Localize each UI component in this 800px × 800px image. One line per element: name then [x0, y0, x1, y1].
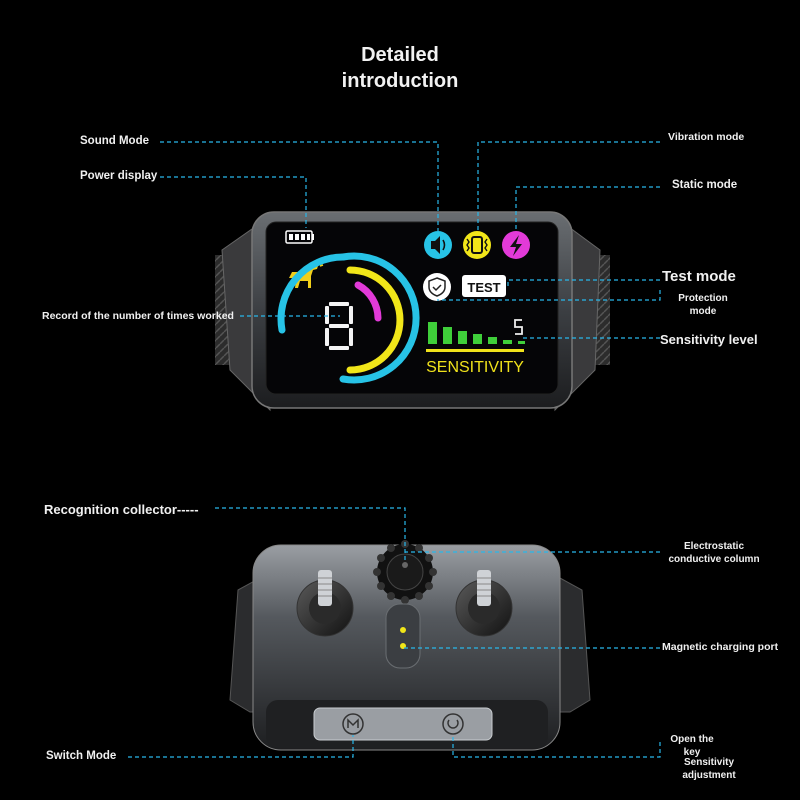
label-magnetic-port: Magnetic charging port: [662, 641, 779, 653]
label-sensitivity-level: Sensitivity level: [660, 332, 758, 347]
vibration-icon: [463, 231, 491, 259]
level-digit: [514, 319, 523, 335]
label-static-mode: Static mode: [672, 179, 738, 191]
label-power-display: Power display: [80, 170, 158, 182]
label-sens-adjust-line-2: adjustment: [682, 770, 736, 781]
label-record-times: Record of the number of times worked: [42, 310, 234, 322]
test-badge-bg: [462, 275, 506, 297]
m-button-icon[interactable]: [342, 713, 364, 735]
gear-collector: [373, 540, 437, 604]
label-switch-mode: Switch Mode: [46, 750, 117, 762]
label-electrostatic-line-2: conductive column: [668, 554, 760, 565]
sensitivity-text: SENSITIVITY: [426, 359, 524, 376]
right-probe-knob: [455, 570, 513, 637]
charging-port: [385, 603, 421, 669]
label-sens-adjust-line-1: Sensitivity: [683, 757, 735, 768]
label-recognition-collector: Recognition collector-----: [44, 502, 199, 517]
label-sound-mode: Sound Mode: [80, 135, 149, 147]
left-probe-knob: [296, 570, 354, 637]
label-open-key: Open the key: [664, 733, 720, 759]
label-open-key-line-2: key: [683, 747, 701, 758]
label-sensitivity-adjustment: Sensitivity adjustment: [672, 756, 746, 782]
label-open-key-line-1: Open the: [670, 734, 714, 745]
power-button-icon[interactable]: [442, 713, 464, 735]
shield-icon: [423, 273, 451, 301]
counter-digit: [325, 302, 353, 350]
title-line-2: introduction: [341, 70, 459, 92]
leader-lines: [128, 141, 661, 758]
label-electrostatic-line-1: Electrostatic: [683, 541, 745, 552]
sensitivity-bars: [428, 322, 525, 344]
test-badge: TEST: [467, 280, 500, 295]
label-protection-line-2: mode: [689, 306, 717, 317]
display-device: [215, 211, 610, 412]
label-test-mode: Test mode: [662, 268, 736, 285]
receiver-device: [229, 540, 591, 751]
label-protection-mode: Protection mode: [668, 292, 738, 318]
lightning-icon: [502, 231, 530, 259]
label-electrostatic-column: Electrostatic conductive column: [664, 540, 764, 566]
title-line-1: Detailed: [361, 44, 439, 66]
label-protection-line-1: Protection: [678, 293, 728, 304]
battery-icon: [285, 230, 314, 244]
speaker-icon: [424, 231, 452, 259]
page-title: Detailed introduction: [0, 42, 800, 94]
label-vibration-mode: Vibration mode: [668, 131, 745, 143]
